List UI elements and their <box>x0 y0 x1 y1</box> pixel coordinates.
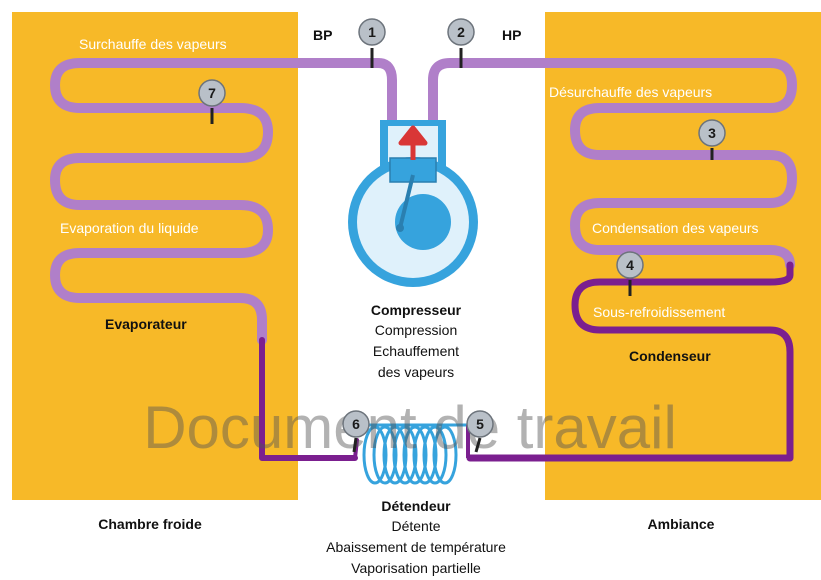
measurement-points: 1 2 3 4 5 6 7 <box>198 18 726 453</box>
bp-label: BP <box>313 27 332 43</box>
evaporator-label-superheat: Surchauffe des vapeurs <box>79 36 227 52</box>
suction-line <box>373 58 397 145</box>
expansion-valve-coil <box>355 423 470 485</box>
compressor-line-2: Echauffement <box>373 343 459 359</box>
compressor-line-3: des vapeurs <box>378 364 454 380</box>
condenser-title: Condenseur <box>629 348 711 364</box>
compressor-crank <box>395 194 451 250</box>
point-7-label: 7 <box>208 85 216 101</box>
hp-label: HP <box>502 27 521 43</box>
point-2-badge: 2 <box>447 18 475 68</box>
condenser-label-condensation: Condensation des vapeurs <box>592 220 759 236</box>
compression-arrow-icon <box>398 125 428 160</box>
point-3-label: 3 <box>708 125 716 141</box>
evaporator-label-evaporation: Evaporation du liquide <box>60 220 199 236</box>
expansion-valve-line-3: Vaporisation partielle <box>351 560 481 576</box>
point-2-label: 2 <box>457 24 465 40</box>
watermark: Document de travail <box>143 394 677 461</box>
ambient-zone <box>545 12 821 500</box>
expansion-valve-title: Détendeur <box>381 498 451 514</box>
point-1-label: 1 <box>368 24 376 40</box>
expansion-valve-line-2: Abaissement de température <box>326 539 506 555</box>
point-5-label: 5 <box>476 416 484 432</box>
point-4-label: 4 <box>626 257 634 273</box>
point-4-badge: 4 <box>616 251 644 296</box>
point-3-badge: 3 <box>698 119 726 160</box>
compressor-rod <box>398 174 415 229</box>
cold-room-caption: Chambre froide <box>98 516 202 532</box>
point-6-label: 6 <box>352 416 360 432</box>
condenser-coil <box>428 58 797 462</box>
point-7-badge: 7 <box>198 79 226 124</box>
evaporator-title: Evaporateur <box>105 316 187 332</box>
compressor-title: Compresseur <box>371 302 462 318</box>
compressor-line-1: Compression <box>375 322 457 338</box>
point-6-badge: 6 <box>342 410 370 453</box>
expansion-valve-line-1: Détente <box>391 518 440 534</box>
point-5-badge: 5 <box>466 410 494 453</box>
condenser-label-subcooling: Sous-refroidissement <box>593 304 725 320</box>
condenser-label-desuperheat: Désurchauffe des vapeurs <box>549 84 712 100</box>
compressor <box>348 120 478 287</box>
point-1-badge: 1 <box>358 18 386 68</box>
ambient-caption: Ambiance <box>648 516 715 532</box>
